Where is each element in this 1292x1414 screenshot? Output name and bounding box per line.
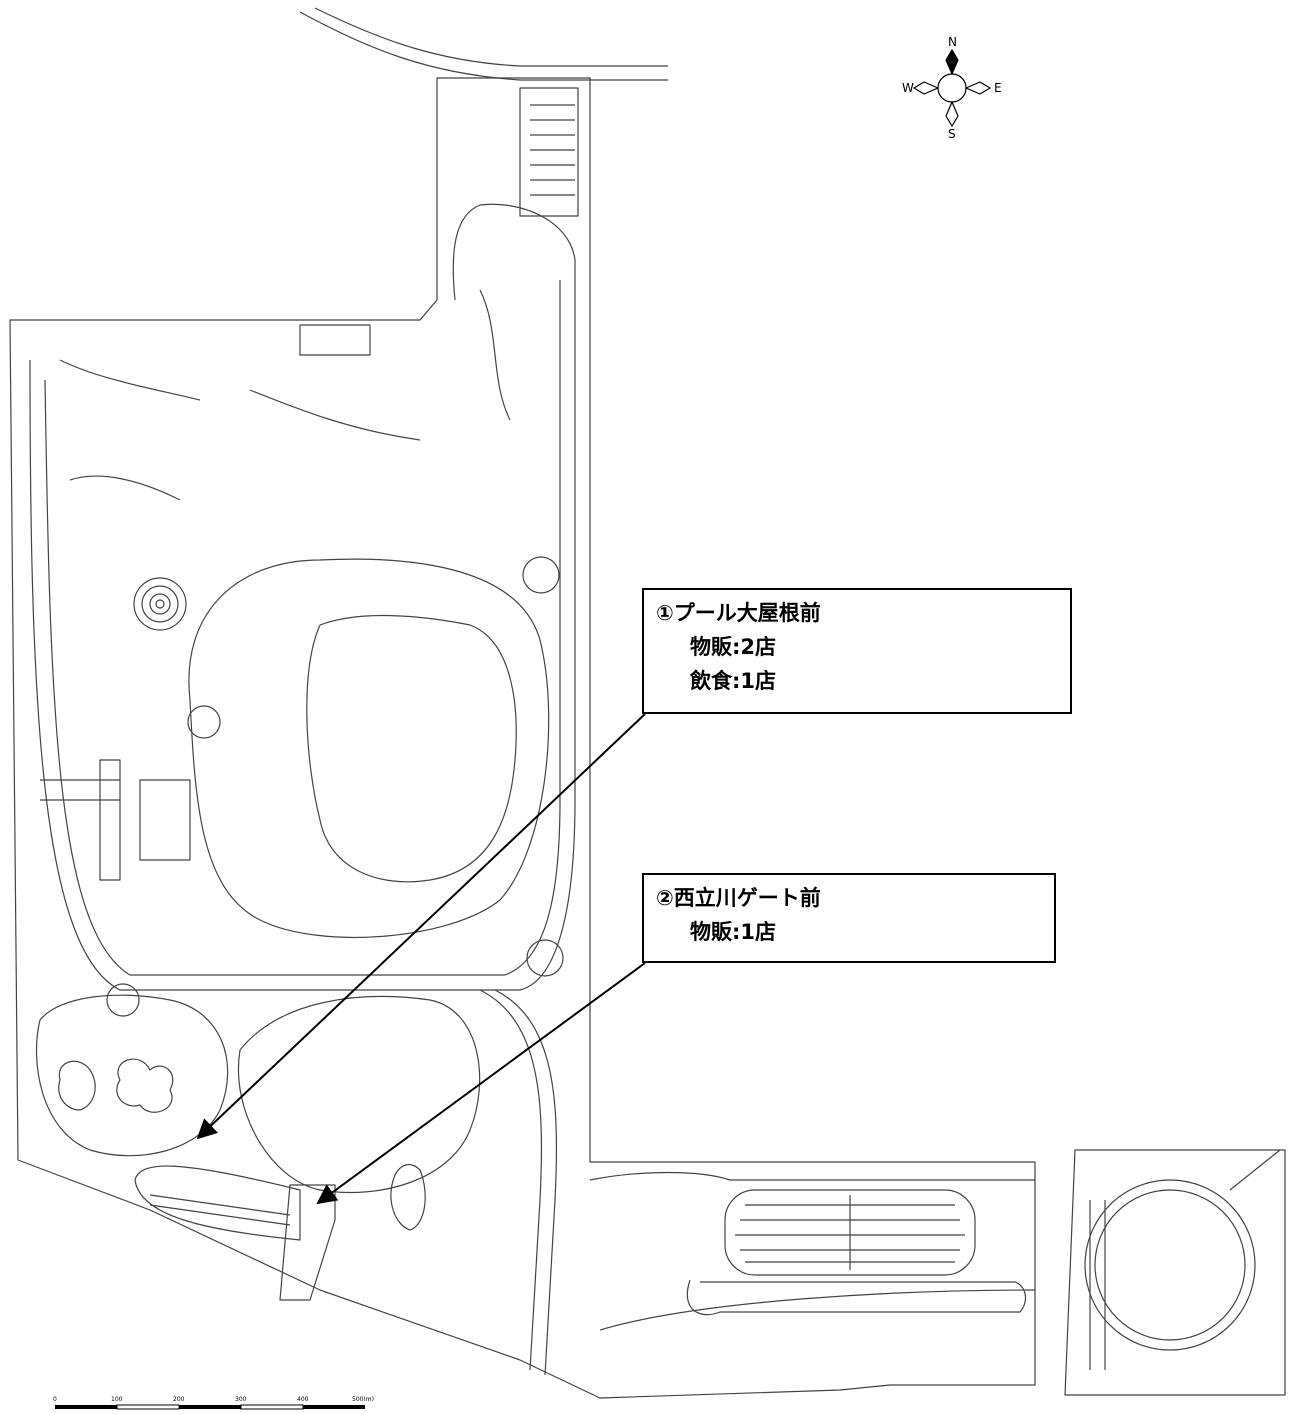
callout-2-title: ②西立川ゲート前 bbox=[656, 886, 821, 910]
scale-tick-0: 0 bbox=[53, 1396, 57, 1403]
compass-east-label: E bbox=[994, 81, 1002, 95]
west-tachikawa-gate bbox=[279, 1184, 336, 1301]
callout-2-retail: 物販:1店 bbox=[690, 920, 777, 944]
scale-tick-400: 400 bbox=[297, 1396, 309, 1403]
scale-tick-200: 200 bbox=[173, 1396, 185, 1403]
parking-east bbox=[724, 1189, 976, 1276]
callout-west-gate: ②西立川ゲート前 物販:1店 bbox=[642, 873, 1056, 963]
central-pond bbox=[306, 614, 517, 883]
road-north bbox=[314, 7, 668, 67]
compass-rose bbox=[912, 48, 992, 128]
callout-1-arrow bbox=[196, 713, 646, 1140]
spiral-garden bbox=[133, 577, 187, 631]
east-annex bbox=[1064, 1149, 1286, 1396]
scale-tick-500: 500(m) bbox=[352, 1396, 374, 1403]
callout-1-food: 飲食:1店 bbox=[690, 669, 777, 693]
park-boundary bbox=[9, 77, 1036, 1399]
callout-2-arrow bbox=[316, 962, 646, 1205]
scale-bar bbox=[55, 1404, 365, 1410]
callout-pool-roof: ①プール大屋根前 物販:2店 飲食:1店 bbox=[642, 588, 1072, 714]
compass-north-label: N bbox=[948, 35, 957, 49]
scale-tick-300: 300 bbox=[235, 1396, 247, 1403]
parking-north bbox=[519, 87, 579, 217]
callout-1-retail: 物販:2店 bbox=[690, 635, 777, 659]
compass-west-label: W bbox=[902, 81, 914, 95]
scale-tick-100: 100 bbox=[111, 1396, 123, 1403]
compass-south-label: S bbox=[948, 127, 956, 141]
parking-west bbox=[134, 1165, 301, 1241]
callout-1-title: ①プール大屋根前 bbox=[656, 601, 821, 625]
